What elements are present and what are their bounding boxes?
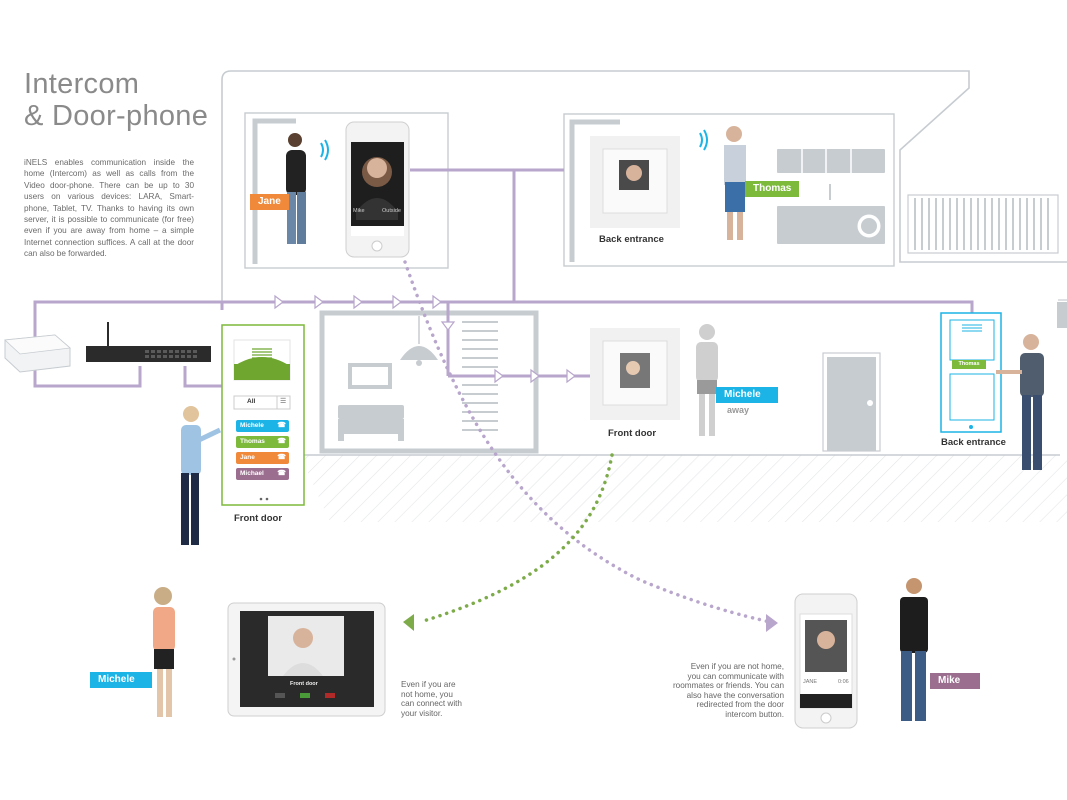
man-at-panel-figure: [996, 334, 1044, 470]
jane-figure: [286, 133, 306, 244]
bottom-phone: [794, 593, 858, 729]
panel-filter-label[interactable]: All: [247, 398, 256, 405]
tablet-screen-label: Front door: [290, 681, 318, 687]
jane-room: [244, 112, 449, 269]
panel-contact-button[interactable]: Thomas ☎: [236, 436, 289, 448]
caption-back-entrance-top: Back entrance: [599, 234, 664, 245]
mike-figure: [900, 578, 928, 721]
thomas-figure: [724, 126, 746, 240]
title-line-1: Intercom: [24, 68, 140, 100]
garage-radiator: [907, 194, 1059, 254]
michele-bottom-figure: [153, 587, 175, 717]
ceiling-lamp: [400, 316, 438, 366]
wiring: [33, 168, 974, 388]
phone-icon: ☎: [277, 454, 286, 461]
panel-contact-name: Michael: [240, 470, 264, 477]
phone-note: Even if you are not home, you can commun…: [672, 662, 784, 719]
panel-contact-name: Thomas: [240, 438, 265, 445]
woman-at-panel-figure: [181, 406, 222, 545]
michele-status: away: [727, 405, 750, 415]
house-outline: [221, 70, 1067, 310]
network-switch: [86, 322, 211, 362]
tag-jane: Jane: [250, 194, 289, 210]
tag-michele-top: Michele: [716, 387, 778, 403]
floor-hatch: [300, 455, 1067, 522]
page-title: Intercom & Door-phone: [24, 68, 208, 132]
wiring-arrows: [274, 294, 576, 384]
tablet-device: [227, 602, 386, 717]
panel-contact-name: Jane: [240, 454, 255, 461]
front-door-unit-mid: [590, 328, 680, 420]
panel-menu-icon[interactable]: ☰: [280, 398, 287, 405]
bedroom-room: [319, 310, 539, 454]
caption-front-door-left: Front door: [234, 513, 283, 524]
thomas-room: [563, 113, 895, 267]
tag-thomas: Thomas: [745, 181, 800, 197]
tablet-note: Even if you are not home, you can connec…: [401, 680, 462, 718]
panel-contact-name: Michele: [240, 422, 264, 429]
server-box: [4, 334, 71, 373]
panel-contact-button[interactable]: Michael ☎: [236, 468, 289, 480]
interior-door: [822, 352, 881, 452]
purple-dotted-path: [403, 260, 772, 624]
back-entrance-unit-top: [590, 136, 680, 228]
caption-front-door-mid: Front door: [608, 428, 657, 439]
panel-contact-button[interactable]: Jane ☎: [236, 452, 289, 464]
phone-top-right-label: Outside: [382, 208, 401, 214]
right-panel-name-button[interactable]: Thomas: [952, 360, 986, 369]
top-phone: [345, 121, 410, 258]
phone-bottom-left-label: JANE: [803, 679, 818, 685]
tag-mike: Mike: [930, 673, 980, 689]
phone-icon: ☎: [277, 422, 286, 429]
green-dotted-path: [418, 453, 614, 624]
phone-icon: ☎: [277, 438, 286, 445]
kitchen-cabinets: [777, 149, 885, 244]
panel-contact-button[interactable]: Michele ☎: [236, 420, 289, 432]
jane-sound-waves: [320, 139, 329, 161]
michele-away-figure: [696, 324, 718, 436]
back-entrance-panel: [940, 312, 1002, 433]
phone-icon: ☎: [277, 470, 286, 477]
phone-top-left-label: Mike: [353, 208, 365, 214]
phone-bottom-right-label: 0:06: [838, 679, 849, 685]
caption-back-entrance-right: Back entrance: [941, 437, 1006, 448]
tag-michele-bottom: Michele: [90, 672, 152, 688]
intro-paragraph: iNELS enables communication inside the h…: [24, 158, 194, 259]
title-line-2: & Door-phone: [24, 100, 209, 132]
bed: [338, 363, 404, 441]
